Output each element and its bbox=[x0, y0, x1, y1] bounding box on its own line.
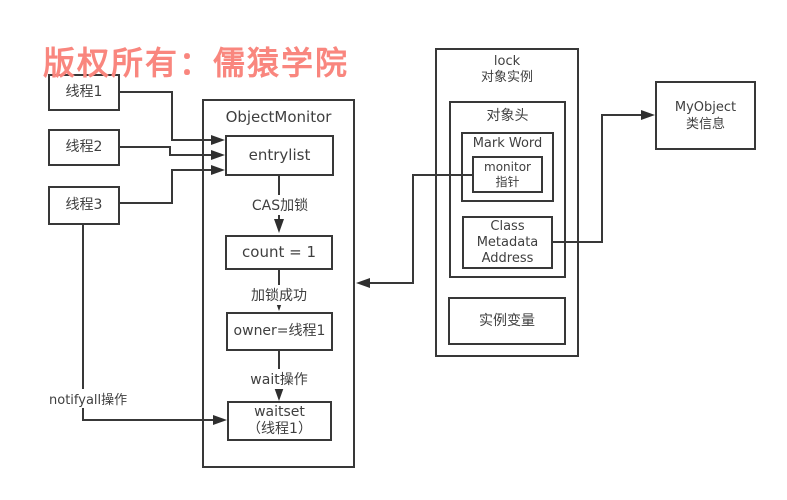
thread3-connector-v bbox=[171, 169, 173, 204]
thread3-connector-h1 bbox=[120, 202, 173, 204]
instance-variables-box: 实例变量 bbox=[448, 297, 566, 345]
lock-object-box bbox=[435, 48, 579, 357]
object-header-box bbox=[449, 101, 566, 278]
thread2-connector-h2 bbox=[169, 154, 212, 156]
my-object-box: MyObject 类信息 bbox=[655, 81, 756, 150]
thread2-arrowhead-icon bbox=[211, 150, 225, 160]
class-metadata-connector-v bbox=[601, 114, 603, 243]
thread2-connector-h1 bbox=[120, 146, 171, 148]
owner-box: owner=线程1 bbox=[226, 312, 333, 351]
mark-word-box bbox=[461, 132, 554, 202]
wait-operation-label: wait操作 bbox=[247, 369, 311, 389]
notifyall-connector-v bbox=[82, 225, 84, 420]
notifyall-arrowhead-icon bbox=[213, 415, 227, 425]
thread1-box: 线程1 bbox=[48, 74, 120, 111]
monitor-pointer-box: monitor 指针 bbox=[472, 156, 543, 193]
thread2-connector-v bbox=[169, 146, 171, 156]
thread3-box: 线程3 bbox=[48, 186, 120, 225]
watermark-text: 版权所有：儒猿学院 bbox=[43, 44, 350, 82]
owner-to-waitset-arrowhead-icon bbox=[274, 387, 284, 401]
count-box: count = 1 bbox=[225, 235, 333, 270]
class-metadata-arrowhead-icon bbox=[641, 110, 655, 120]
thread1-connector-v bbox=[171, 91, 173, 141]
monitor-pointer-connector-h1 bbox=[413, 174, 472, 176]
monitor-pointer-connector-h2 bbox=[370, 282, 414, 284]
thread1-connector-h1 bbox=[120, 91, 173, 93]
lock-success-label: 加锁成功 bbox=[248, 285, 310, 305]
thread2-box: 线程2 bbox=[48, 129, 120, 166]
cas-lock-label: CAS加锁 bbox=[248, 195, 312, 215]
notifyall-connector-h bbox=[82, 419, 213, 421]
thread3-arrowhead-icon bbox=[211, 165, 225, 175]
waitset-box: waitset （线程1） bbox=[227, 401, 332, 441]
class-metadata-address-box: Class Metadata Address bbox=[462, 216, 553, 269]
entrylist-to-count-arrowhead-icon bbox=[274, 219, 284, 233]
entrylist-box: entrylist bbox=[225, 135, 334, 176]
object-monitor-box bbox=[202, 99, 355, 468]
monitor-pointer-arrowhead-icon bbox=[356, 278, 370, 288]
notifyall-operation-label: notifyall操作 bbox=[46, 389, 131, 408]
monitor-pointer-connector-v bbox=[412, 174, 414, 284]
thread3-connector-h2 bbox=[171, 169, 212, 171]
object-monitor-title: ObjectMonitor bbox=[225, 108, 332, 126]
class-metadata-connector-h2 bbox=[601, 114, 642, 116]
thread1-connector-h2 bbox=[171, 139, 212, 141]
lock-object-title: lock 对象实例 bbox=[480, 54, 533, 85]
mark-word-title: Mark Word bbox=[472, 136, 543, 151]
thread1-arrowhead-icon bbox=[211, 135, 225, 145]
object-header-title: 对象头 bbox=[486, 108, 529, 124]
